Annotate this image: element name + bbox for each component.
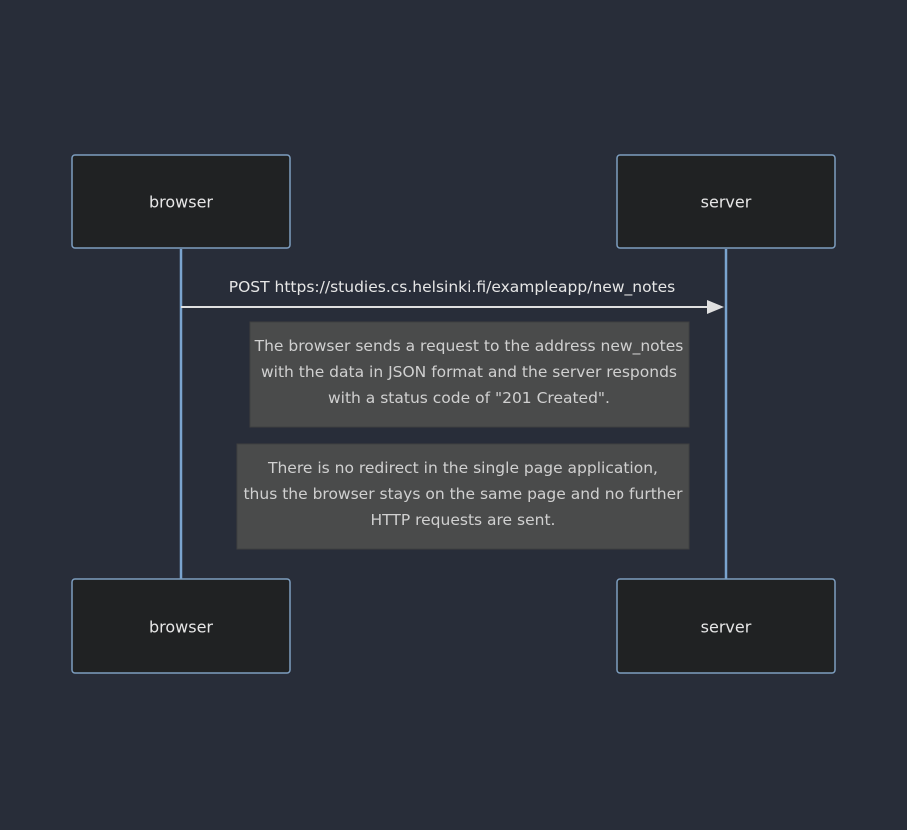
note-line: with a status code of "201 Created". [328,389,610,407]
note-line: HTTP requests are sent. [371,511,556,529]
note-line: There is no redirect in the single page … [267,459,658,477]
actor-label-server-top: server [701,193,752,212]
note-line: with the data in JSON format and the ser… [261,363,677,381]
note-request-description: The browser sends a request to the addre… [249,321,690,428]
actor-server-bottom: server [616,578,836,674]
note-line: The browser sends a request to the addre… [254,337,684,356]
actor-browser-top: browser [71,154,291,249]
note-box [249,321,690,428]
actor-label-browser-top: browser [149,193,213,212]
actor-browser-bottom: browser [71,578,291,674]
actor-box [71,154,291,249]
arrowhead-icon [707,300,724,314]
actor-box [616,578,836,674]
actor-box [71,578,291,674]
message-post-new-notes: POST https://studies.cs.helsinki.fi/exam… [181,278,724,314]
actor-label-browser-bottom: browser [149,618,213,637]
message-label: POST https://studies.cs.helsinki.fi/exam… [229,278,676,297]
actor-label-server-bottom: server [701,618,752,637]
actor-box [616,154,836,249]
note-no-redirect: There is no redirect in the single page … [236,443,690,550]
note-box [236,443,690,550]
actor-server-top: server [616,154,836,249]
note-line: thus the browser stays on the same page … [243,485,683,503]
